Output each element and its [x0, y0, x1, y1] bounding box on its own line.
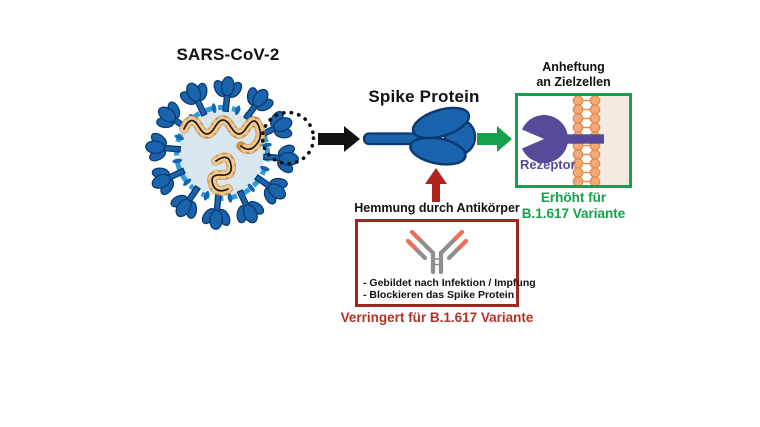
- attachment-effect: Erhöht für B.1.617 Variante: [503, 190, 644, 222]
- attachment-effect-line1: Erhöht für: [540, 190, 607, 205]
- spike-protein-illustration: [362, 106, 477, 166]
- green-right-arrow-icon: [477, 126, 512, 152]
- antibody-icon: [405, 229, 469, 275]
- attachment-title: Anheftung an Zielzellen: [513, 60, 634, 90]
- inhibition-bullet-1: - Gebildet nach Infektion / Impfung: [363, 277, 536, 289]
- virus-rna: [179, 115, 266, 196]
- red-up-arrow-icon: [425, 168, 447, 202]
- spike-highlight-dotted-circle-icon: [260, 110, 316, 166]
- attachment-title-line2: an Zielzellen: [536, 75, 611, 89]
- black-right-arrow-icon: [318, 126, 360, 152]
- virus-illustration: [143, 74, 316, 232]
- inhibition-effect: Verringert für B.1.617 Variante: [340, 310, 534, 325]
- virus-title: SARS-CoV-2: [176, 45, 280, 64]
- attachment-effect-line2: B.1.617 Variante: [521, 206, 626, 221]
- receptor-label: Rezeptor: [520, 157, 576, 172]
- cell-interior: [600, 96, 629, 185]
- attachment-box: Rezeptor: [515, 93, 632, 188]
- receptor-illustration: [522, 115, 604, 163]
- attachment-title-line1: Anheftung: [542, 60, 605, 74]
- inhibition-bullet-2: - Blockieren das Spike Protein: [363, 289, 515, 301]
- inhibition-box: - Gebildet nach Infektion / Impfung - Bl…: [355, 219, 536, 307]
- inhibition-title: Hemmung durch Antikörper: [354, 201, 520, 215]
- attachment-artwork: [522, 96, 629, 185]
- spike-protein-title: Spike Protein: [368, 87, 480, 106]
